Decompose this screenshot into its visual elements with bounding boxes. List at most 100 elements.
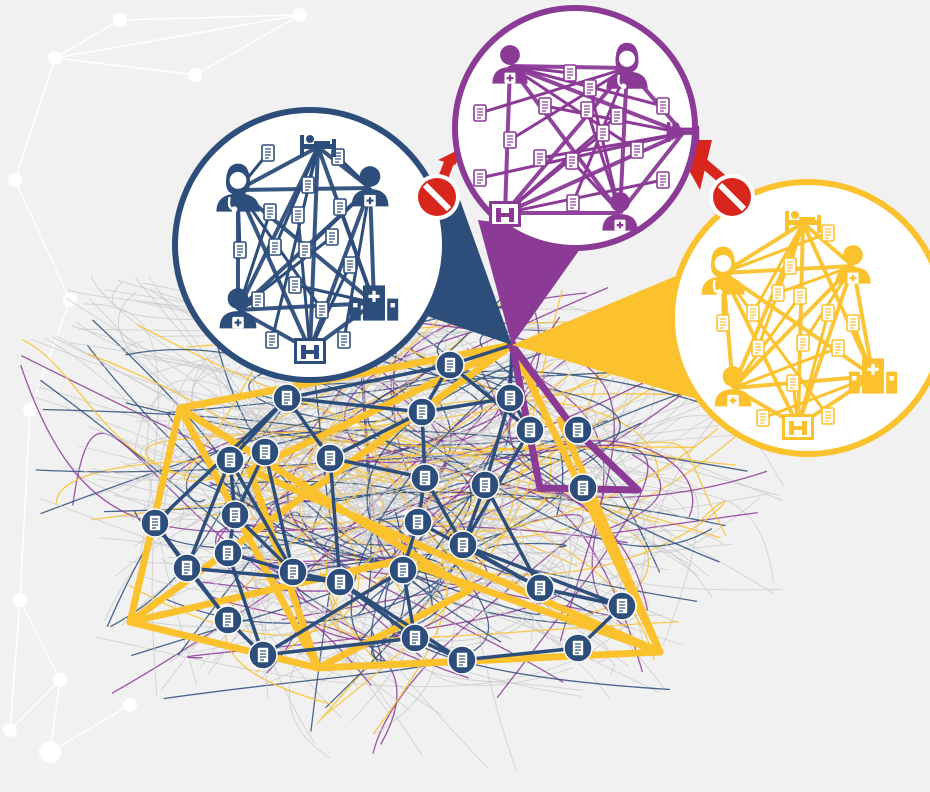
background-node	[48, 51, 62, 65]
bubble-link	[236, 146, 320, 311]
yellow-network-link	[126, 618, 322, 672]
bubble-link	[796, 312, 830, 427]
background-link	[54, 57, 196, 76]
medical-record-icon	[473, 169, 487, 187]
no-entry-icon	[414, 174, 460, 220]
medical-record-node	[568, 473, 598, 503]
map-connection-curve	[167, 534, 713, 599]
map-connection-curve	[72, 432, 469, 679]
bubble-link	[236, 189, 312, 351]
background-link	[19, 599, 61, 681]
map-connection-curve	[238, 321, 558, 429]
bubble-link	[479, 66, 628, 115]
medical-record-node	[172, 553, 202, 583]
map-connection-curve	[490, 495, 622, 554]
medical-record-icon	[233, 241, 247, 259]
blue-network-link	[285, 363, 452, 400]
medical-record-icon	[268, 238, 282, 256]
blue-network-link	[263, 450, 295, 574]
medical-record-icon	[333, 198, 347, 216]
map-connection-curve	[326, 558, 615, 676]
medical-record-icon	[263, 203, 277, 221]
yellow-network-link	[246, 466, 664, 656]
blue-network-link	[226, 551, 265, 657]
map-connection-curve	[364, 315, 654, 655]
map-connection-curve	[373, 440, 694, 579]
background-node	[63, 293, 77, 307]
bubble-link	[796, 265, 855, 427]
medical-record-icon	[503, 131, 517, 149]
medical-record-icon	[786, 374, 800, 392]
medical-record-node	[325, 567, 355, 597]
background-node	[123, 698, 137, 712]
bubble-link	[731, 264, 855, 390]
map-connection-curve	[597, 529, 783, 591]
background-node	[188, 68, 202, 82]
medical-record-icon	[291, 206, 305, 224]
background-link	[19, 409, 31, 601]
background-node	[23, 403, 37, 417]
medical-record-icon	[533, 149, 547, 167]
medical-record-node	[525, 573, 555, 603]
map-connection-curve	[84, 303, 159, 557]
yellow-network-link	[314, 648, 664, 672]
medical-record-icon	[771, 284, 785, 302]
medical-record-node	[140, 508, 170, 538]
medical-record-node	[272, 383, 302, 413]
medical-record-icon	[630, 141, 644, 159]
medical-record-node	[447, 645, 477, 675]
bubble-link	[308, 146, 320, 351]
medical-record-node	[410, 463, 440, 493]
map-connection-curve	[35, 453, 576, 557]
medical-record-icon	[261, 144, 275, 162]
bubble-link	[504, 178, 664, 215]
bubble-link	[796, 222, 805, 427]
bubble-link	[801, 222, 875, 377]
background-link	[14, 57, 56, 181]
medical-record-icon	[656, 97, 670, 115]
background-link	[54, 19, 121, 59]
yellow-network-link	[556, 416, 664, 656]
blue-network-link	[228, 458, 295, 574]
medical-record-node	[495, 383, 525, 413]
medical-record-icon	[846, 314, 860, 332]
map-connection-curve	[30, 395, 230, 475]
medical-record-icon	[793, 287, 807, 305]
bubble-link	[721, 221, 805, 275]
background-link	[9, 679, 61, 731]
bubble-link	[618, 131, 685, 215]
map-connection-curve	[330, 419, 726, 527]
purple-network-bubble	[452, 5, 700, 345]
bubble-link	[722, 231, 829, 275]
bubble-link	[721, 272, 830, 417]
background-link	[9, 599, 21, 731]
medical-record-icon	[821, 224, 835, 242]
medical-record-icon	[565, 152, 579, 170]
background-network	[3, 8, 307, 763]
background-node	[8, 173, 22, 187]
yellow-network-link	[176, 404, 474, 594]
map-connection-curve	[203, 458, 660, 525]
medical-record-node	[278, 557, 308, 587]
medical-record-icon	[656, 171, 670, 189]
background-link	[29, 299, 71, 411]
medical-record-node	[213, 605, 243, 635]
background-node	[113, 13, 127, 27]
medical-record-icon	[746, 304, 760, 322]
bubble-link	[308, 187, 372, 351]
map-connection-curve	[330, 372, 679, 639]
medical-record-node	[315, 443, 345, 473]
map-connection-curve	[75, 283, 546, 383]
medical-record-icon	[783, 257, 797, 275]
background-link	[54, 14, 301, 59]
map-connection-curve	[389, 439, 769, 520]
bubble-link	[504, 131, 604, 215]
bubble-link	[308, 264, 352, 351]
bubble-link	[479, 131, 684, 180]
yellow-network-link	[314, 586, 474, 672]
medical-record-icon	[337, 331, 351, 349]
map-connection-curve	[251, 312, 540, 531]
map-connection-curve	[248, 356, 394, 423]
bubble-link	[777, 264, 854, 295]
